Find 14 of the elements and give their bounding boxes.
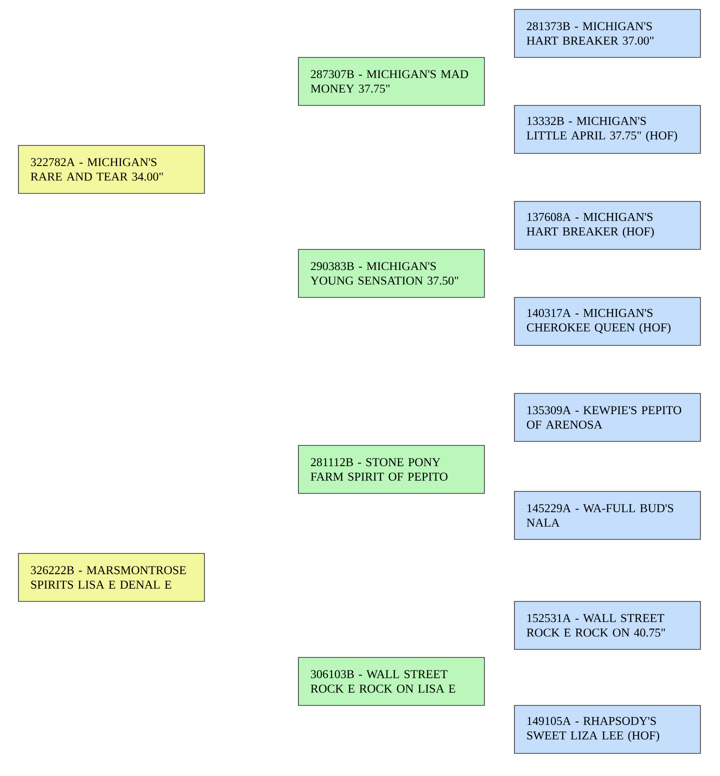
pedigree-box: 281373B - MICHIGAN'S HART BREAKER 37.00" [514,9,701,58]
pedigree-box: 290383B - MICHIGAN'S YOUNG SENSATION 37.50" [298,249,485,298]
pedigree-box: 145229A - WA-FULL BUD'S NALA [514,491,701,540]
pedigree-box: 149105A - RHAPSODY'S SWEET LIZA LEE (HOF) [514,705,701,754]
pedigree-box: 287307B - MICHIGAN'S MAD MONEY 37.75" [298,57,485,106]
pedigree-box: 152531A - WALL STREET ROCK E ROCK ON 40.75" [514,601,701,650]
pedigree-box: 322782A - MICHIGAN'S RARE AND TEAR 34.00" [18,145,205,194]
pedigree-box: 306103B - WALL STREET ROCK E ROCK ON LISA E [298,657,485,706]
pedigree-box: 135309A - KEWPIE'S PEPITO OF ARENOSA [514,393,701,442]
pedigree-box: 281112B - STONE PONY FARM SPIRIT OF PEPITO [298,445,485,494]
pedigree-box: 326222B - MARSMONTROSE SPIRITS LISA E DENAL E [18,553,205,602]
pedigree-box: 140317A - MICHIGAN'S CHEROKEE QUEEN (HOF) [514,297,701,346]
pedigree-box: 13332B - MICHIGAN'S LITTLE APRIL 37.75" (HOF) [514,105,701,154]
pedigree-box: 137608A - MICHIGAN'S HART BREAKER (HOF) [514,201,701,250]
